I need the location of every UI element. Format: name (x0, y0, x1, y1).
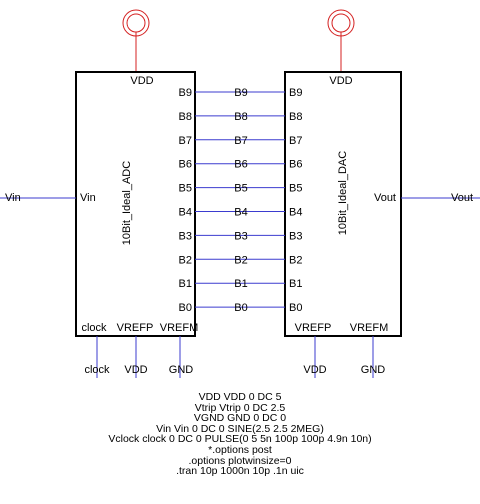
spice-line: Vclock clock 0 DC 0 PULSE(0 5 5n 100p 10… (108, 433, 372, 446)
spice-line: .tran 10p 1000n 10p .1n uic (176, 465, 304, 478)
adc-component-name: 10Bit_Ideal_ADC (121, 161, 133, 245)
bus-net-label: B5 (234, 183, 247, 195)
adc-bit-pin-label: B0 (179, 302, 192, 314)
bus-row: B0 B0 B0 (179, 302, 303, 314)
adc-bit-pin-label: B9 (179, 87, 192, 99)
dac-bit-pin-label: B8 (289, 111, 302, 123)
vin-net-label: Vin (5, 192, 21, 204)
spice-line: VGND GND 0 DC 0 (193, 412, 287, 425)
spice-line: Vin Vin 0 DC 0 SINE(2.5 2.5 2MEG) (156, 422, 324, 435)
adc-vrefp-net-label: VDD (124, 364, 147, 376)
dac-vdd-supply-inner-circle (331, 13, 351, 33)
adc-vrefm-net-label: GND (169, 364, 194, 376)
spice-line: VDD VDD 0 DC 5 (198, 391, 282, 403)
adc-bit-pin-label: B5 (179, 183, 192, 195)
schematic-canvas: VDD Vin 10Bit_Ideal_ADC clock VREFP VREF… (0, 9, 480, 378)
bus-net-label: B7 (234, 135, 247, 147)
adc-vdd-supply-symbol (122, 9, 150, 72)
bus-row: B5 B5 B5 (179, 183, 303, 195)
dac-vrefm-net-label: GND (361, 364, 386, 376)
dac-box[interactable] (284, 71, 402, 337)
adc-bit-pin-label: B8 (179, 111, 192, 123)
adc-vdd-pin-label: VDD (130, 75, 153, 87)
dac-bit-pin-label: B2 (289, 254, 302, 266)
bus-row: B3 B3 B3 (179, 230, 303, 242)
bus-row: B6 B6 B6 (179, 159, 303, 171)
adc-bottom-wires: clock VDD GND (84, 336, 193, 378)
bus-net-label: B8 (234, 111, 247, 123)
dac-bit-pin-label: B4 (289, 207, 302, 219)
bus-net-label: B4 (234, 207, 247, 219)
dac-component-name: 10Bit_Ideal_DAC (337, 151, 349, 235)
dac-bit-pin-label: B5 (289, 183, 302, 195)
dac-block[interactable]: VDD Vout 10Bit_Ideal_DAC VREFP VREFM (284, 71, 402, 337)
bus-net-label: B1 (234, 278, 247, 290)
adc-box[interactable] (75, 71, 196, 337)
adc-bit-pin-label: B2 (179, 254, 192, 266)
adc-bit-pin-label: B7 (179, 135, 192, 147)
dac-vdd-supply-symbol (327, 9, 355, 72)
bus-row: B8 B8 B8 (179, 111, 303, 123)
spice-line: Vtrip Vtrip 0 DC 2.5 (194, 401, 286, 414)
bus-net-label: B3 (234, 230, 247, 242)
bus-row: B7 B7 B7 (179, 135, 303, 147)
adc-clock-net-label: clock (84, 364, 110, 376)
bus-row: B9 B9 B9 (179, 87, 303, 99)
vout-net-label: Vout (451, 192, 473, 204)
dac-vrefm-pin-label: VREFM (350, 322, 389, 334)
adc-vrefm-pin-label: VREFM (160, 322, 199, 334)
spice-directives[interactable]: VDD VDD 0 DC 5 Vtrip Vtrip 0 DC 2.5 VGND… (0, 392, 480, 477)
adc-vin-pin-label: Vin (80, 192, 96, 204)
bus-net-label: B0 (234, 302, 247, 314)
adc-bit-pin-label: B1 (179, 278, 192, 290)
adc-bit-pin-label: B4 (179, 207, 192, 219)
dac-bit-pin-label: B3 (289, 230, 302, 242)
dac-vdd-pin-label: VDD (329, 75, 352, 87)
spice-line: .options plotwinsize=0 (188, 454, 292, 467)
bus-row: B1 B1 B1 (179, 278, 303, 290)
bus-net-label: B2 (234, 254, 247, 266)
vin-net: Vin (0, 192, 76, 204)
adc-vrefp-pin-label: VREFP (117, 322, 154, 334)
dac-bit-pin-label: B1 (289, 278, 302, 290)
spice-line: *.options post (208, 443, 272, 456)
adc-bit-pin-label: B6 (179, 159, 192, 171)
adc-vdd-supply-inner-circle (126, 13, 146, 33)
bus-net-label: B9 (234, 87, 247, 99)
dac-vrefp-net-label: VDD (303, 364, 326, 376)
adc-bit-pin-label: B3 (179, 230, 192, 242)
dac-bit-pin-label: B9 (289, 87, 302, 99)
adc-clock-pin-label: clock (81, 322, 107, 334)
bus-net-label: B6 (234, 159, 247, 171)
bus-row: B4 B4 B4 (179, 207, 303, 219)
dac-vrefp-pin-label: VREFP (295, 322, 332, 334)
adc-block[interactable]: VDD Vin 10Bit_Ideal_ADC clock VREFP VREF… (75, 71, 199, 337)
dac-bit-pin-label: B6 (289, 159, 302, 171)
dac-vout-pin-label: Vout (374, 192, 396, 204)
bus-row: B2 B2 B2 (179, 254, 303, 266)
vout-net: Vout (401, 192, 480, 204)
dac-bit-pin-label: B0 (289, 302, 302, 314)
dac-bit-pin-label: B7 (289, 135, 302, 147)
dac-bottom-wires: VDD GND (303, 336, 385, 378)
